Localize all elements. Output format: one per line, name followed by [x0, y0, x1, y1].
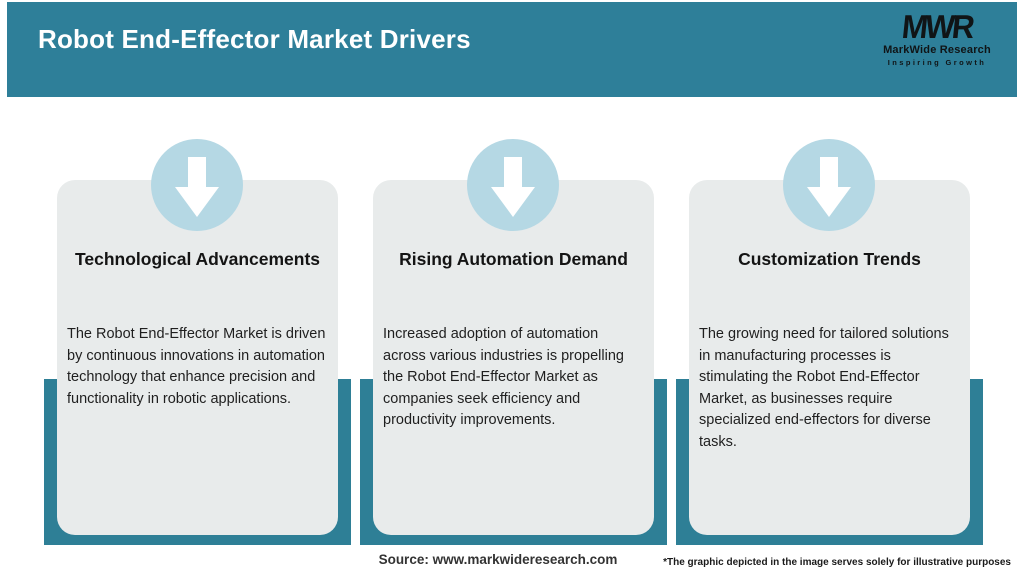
arrow-circle — [467, 139, 559, 231]
arrow-circle — [151, 139, 243, 231]
card-title: Customization Trends — [738, 249, 921, 269]
header-bar: Robot End-Effector Market Drivers MWR Ma… — [7, 2, 1017, 97]
driver-card — [57, 180, 338, 535]
driver-card — [689, 180, 970, 535]
driver-card — [373, 180, 654, 535]
source-text: Source: www.markwideresearch.com — [378, 552, 618, 567]
logo-monogram: MWR — [900, 8, 974, 45]
card-title: Technological Advancements — [74, 249, 321, 269]
page-title: Robot End-Effector Market Drivers — [38, 24, 471, 54]
card-body: Increased adoption of automation across … — [383, 326, 624, 429]
card-title: Rising Automation Demand — [399, 249, 628, 269]
arrow-circle — [783, 139, 875, 231]
arrow-down-icon — [491, 157, 535, 217]
logo-tagline: Inspiring Growth — [887, 58, 987, 67]
card-body: The growing need for tailored solutions … — [699, 326, 949, 450]
arrow-down-icon — [175, 157, 219, 217]
arrow-down-icon — [807, 157, 851, 217]
card-body: The Robot End-Effector Market is driven … — [67, 326, 326, 407]
logo-name: MarkWide Research — [883, 44, 991, 56]
disclaimer-text: *The graphic depicted in the image serve… — [663, 557, 1011, 568]
markwide-research-logo: MWR MarkWide Research Inspiring Growth — [867, 8, 1007, 67]
